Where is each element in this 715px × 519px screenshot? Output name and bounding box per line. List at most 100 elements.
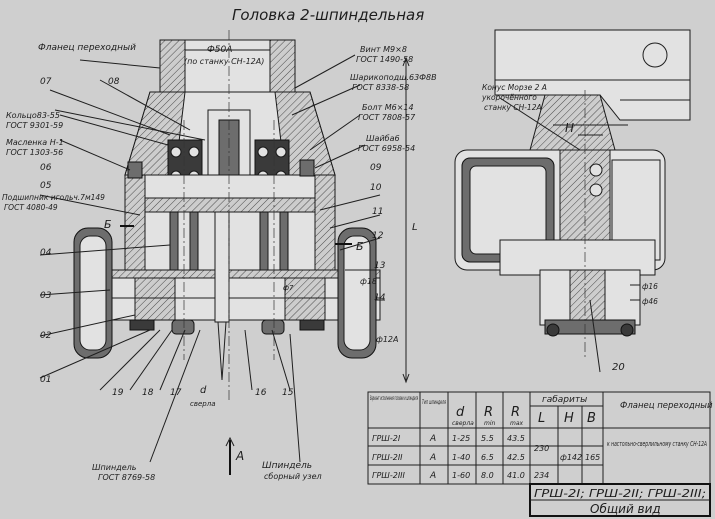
label-dim-a: ф16 — [642, 282, 658, 291]
spec-table: Вариант исполнения головки и шпинделя Ти… — [367, 391, 713, 485]
row3-type: А — [429, 471, 436, 481]
label-d-sub: сверла — [190, 400, 216, 408]
label-washer-gost: ГОСТ 6958-54 — [358, 144, 415, 153]
callout-05: 05 — [40, 181, 52, 191]
row1-d: 1-25 — [452, 434, 470, 443]
callout-09: 09 — [370, 163, 382, 173]
label-chuck: Шпиндель — [92, 463, 137, 472]
label-screw: Винт М9×8 — [360, 45, 407, 54]
side-flange — [494, 29, 691, 121]
front-view-labels: Фланец переходный Ф50А (по станку СН-12А… — [2, 43, 437, 482]
th-r1-sub: min — [484, 420, 496, 427]
label-oiler: Масленка Н-1 — [6, 138, 64, 147]
front-view — [39, 30, 410, 475]
th-type: Тип шпинделя — [422, 398, 446, 406]
label-flange: Фланец переходный — [38, 43, 136, 53]
label-cone: Конус Морзе 2 А — [482, 83, 547, 92]
callout-02: 02 — [40, 331, 52, 341]
label-dim-b: ф46 — [642, 297, 658, 306]
th-H: H — [564, 411, 574, 426]
label-roller-bearing: Подшипник игольч.7м149 — [2, 193, 105, 202]
th-r1: R — [484, 405, 493, 420]
callout-20: 20 — [612, 362, 625, 373]
label-screw-gost: ГОСТ 1490-58 — [356, 55, 413, 64]
row2-rmin: 6.5 — [481, 453, 494, 462]
label-bore-dim: Ф50А — [207, 45, 232, 55]
label-section-b-left: Б — [104, 218, 112, 231]
label-ring-gost: ГОСТ 9301-59 — [6, 121, 63, 130]
callout-12: 12 — [372, 231, 384, 241]
drawing-title: Головка 2-шпиндельная — [232, 6, 424, 24]
label-h: H — [565, 121, 574, 135]
merged-L-top: 230 — [534, 444, 549, 453]
th-variant: Вариант исполнения головки и шпинделя — [370, 394, 418, 402]
row3-d: 1-60 — [452, 471, 470, 480]
label-roller-gost: ГОСТ 4080-49 — [4, 203, 58, 212]
label-cone-sub2: станку СН-12А — [484, 103, 542, 112]
lower-housing — [124, 174, 336, 271]
merged-flange-note: к настольно-сверлильному станку СН-12А — [607, 440, 707, 448]
row1-variant: ГРШ-2I — [372, 434, 401, 443]
side-view-labels: Конус Морзе 2 А укорочённого станку СН-1… — [481, 83, 658, 373]
row1-rmax: 43.5 — [507, 434, 525, 443]
title-block: ГРШ-2I; ГРШ-2II; ГРШ-2III; Общий вид — [529, 483, 711, 517]
label-oiler-gost: ГОСТ 1303-56 — [6, 148, 63, 157]
label-section-b-right: Б — [356, 240, 364, 253]
row2-rmax: 42.5 — [507, 453, 525, 462]
label-bore-note: (по станку СН-12А) — [184, 57, 264, 66]
label-dim-12: ф12А — [376, 335, 399, 344]
merged-B: 165 — [585, 453, 600, 462]
row2-type: А — [429, 453, 436, 463]
label-washer: Шайба6 — [366, 134, 400, 143]
th-r2-sub: max — [510, 420, 524, 427]
title-block-name: Общий вид — [590, 502, 661, 516]
callout-16: 16 — [255, 388, 267, 398]
label-spindle: Шпиндель — [262, 461, 312, 471]
label-dim-l: L — [412, 222, 418, 233]
row3-variant: ГРШ-2III — [372, 471, 406, 480]
label-dim-7: ф7 — [283, 284, 294, 292]
th-r2: R — [511, 405, 520, 420]
callout-10: 10 — [370, 183, 382, 193]
row2-d: 1-40 — [452, 453, 470, 462]
callout-01: 01 — [40, 375, 51, 385]
callout-06: 06 — [40, 163, 52, 173]
row1-rmin: 5.5 — [481, 434, 494, 443]
label-view-a: А — [235, 449, 244, 463]
callout-07: 07 — [40, 77, 52, 87]
label-d: d — [200, 385, 207, 396]
callout-11: 11 — [372, 207, 383, 217]
callout-19: 19 — [112, 388, 124, 398]
th-dims: габариты — [542, 395, 587, 405]
callout-08: 08 — [108, 77, 120, 87]
row3-rmax: 41.0 — [507, 471, 525, 480]
th-d: d — [456, 405, 465, 420]
merged-L-bottom: 234 — [534, 471, 549, 480]
label-bolt-gost: ГОСТ 7808-57 — [358, 113, 416, 122]
label-spindle-sub: сборный узел — [264, 472, 322, 481]
callout-14: 14 — [374, 293, 386, 303]
title-block-designation: ГРШ-2I; ГРШ-2II; ГРШ-2III; — [534, 487, 706, 500]
label-chuck-gost: ГОСТ 8769-58 — [98, 473, 155, 482]
label-bolt: Болт М6×14 — [362, 103, 414, 112]
th-L: L — [538, 411, 545, 426]
row2-variant: ГРШ-2II — [372, 453, 403, 462]
label-bearing-gost: ГОСТ 8338-58 — [352, 83, 409, 92]
merged-H: ф142 — [560, 453, 582, 462]
callout-03: 03 — [40, 291, 52, 301]
label-bearing: Шарикоподш.63Ф8В — [350, 73, 437, 82]
callout-04: 04 — [40, 248, 52, 258]
label-cone-sub: укорочённого — [481, 93, 537, 102]
th-flange: Фланец переходный — [620, 401, 713, 411]
callout-13: 13 — [374, 261, 386, 271]
callout-15: 15 — [282, 388, 294, 398]
label-ring: Кольцо83-55 — [6, 111, 60, 120]
th-B: B — [587, 411, 596, 426]
row1-type: А — [429, 434, 436, 444]
row3-rmin: 8.0 — [481, 471, 494, 480]
label-dim-18: ф18 — [360, 277, 377, 286]
callout-18: 18 — [142, 388, 154, 398]
side-view — [454, 29, 691, 373]
